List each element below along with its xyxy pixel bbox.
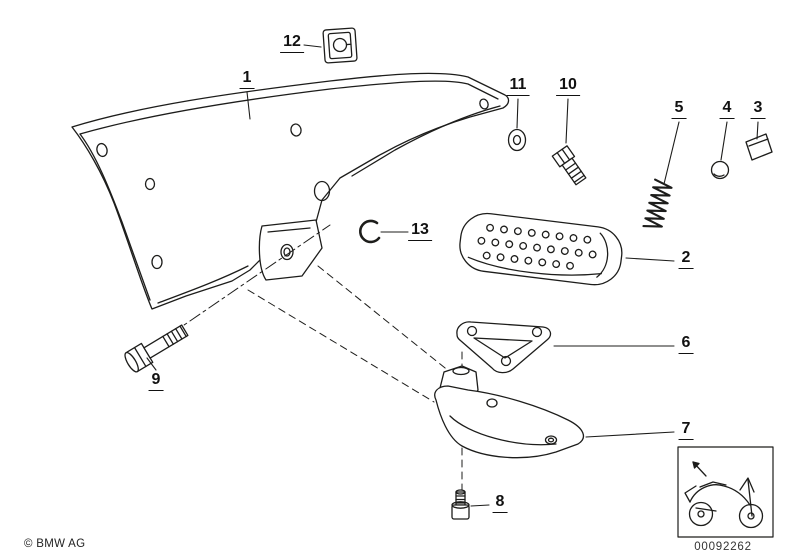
part-10-bolt-drawing [552,146,588,187]
pad-dot-pattern [476,223,598,272]
leader-lines [147,45,758,506]
part-11-washer-drawing [509,130,526,151]
part-6-gusset-plate-drawing [457,322,551,373]
callout-label-5: 5 [671,99,687,119]
part-1-carrier-plate-drawing [72,73,509,309]
part-7-footpeg-drawing [435,366,584,458]
callout-label-3: 3 [750,99,766,119]
motorcycle-icon [685,462,763,528]
callout-label-10: 10 [556,76,580,96]
callout-label-8: 8 [492,493,508,513]
callout-label-7: 7 [678,420,694,440]
callout-label-9: 9 [148,371,164,391]
part-5-spring-drawing [643,180,672,231]
part-8-bolt-drawing [452,490,469,519]
part-13-circlip-drawing [360,221,379,242]
copyright-text: © BMW AG [24,538,86,550]
callout-label-2: 2 [678,249,694,269]
callout-label-6: 6 [678,334,694,354]
part-2-footrest-pad-drawing [457,210,625,287]
callout-label-1: 1 [239,69,255,89]
part-9-bolt-drawing [123,321,191,374]
part-12-clip-drawing [323,28,357,63]
thumbnail-box [678,447,773,537]
callout-label-12: 12 [280,33,304,53]
part-3-plate-drawing [746,134,772,160]
callout-label-13: 13 [408,221,432,241]
drawing-number: 00092262 [694,541,752,553]
part-4-ball-drawing [712,162,729,179]
callout-label-11: 11 [506,76,530,96]
callout-label-4: 4 [719,99,735,119]
